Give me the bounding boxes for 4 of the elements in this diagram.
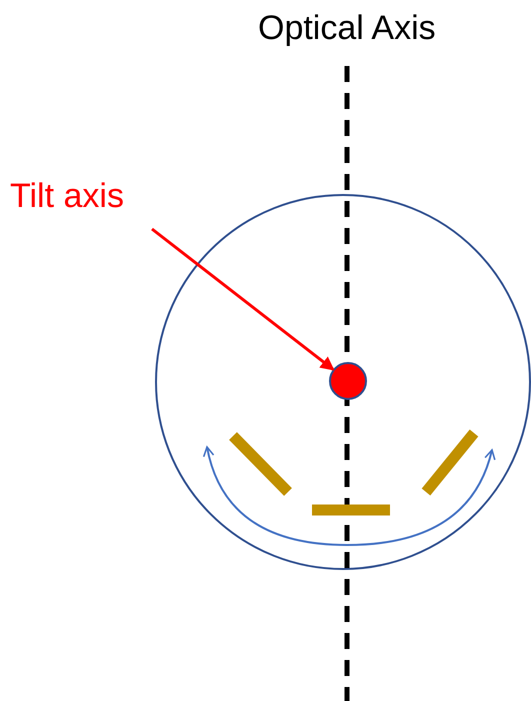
callout-label: Tilt axis	[10, 176, 124, 216]
axis-label: Optical Axis	[258, 8, 436, 48]
tilt-axis-dot	[329, 362, 367, 400]
leader-arrow	[151, 228, 335, 371]
